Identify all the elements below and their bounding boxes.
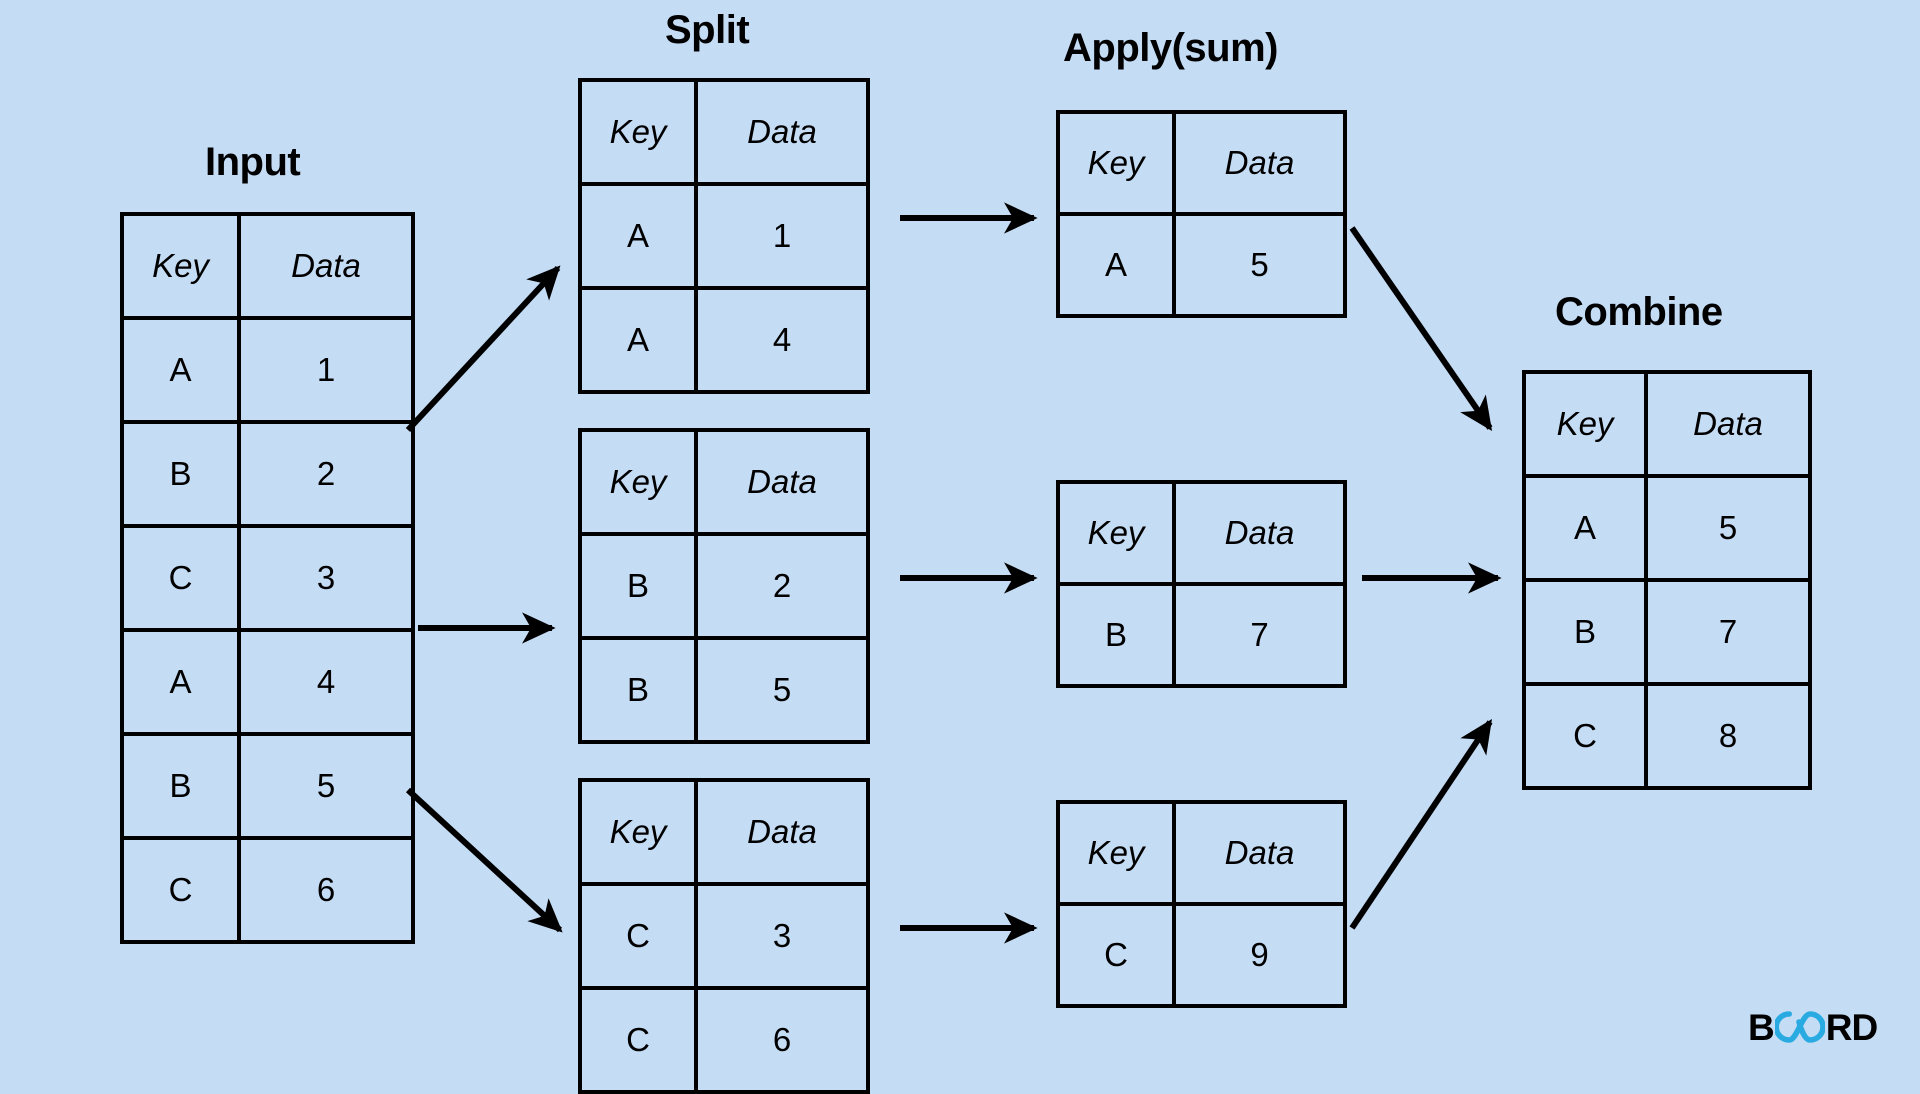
split-table-group-c: Key Data C 3 C 6	[578, 778, 870, 1094]
cell-data: 1	[694, 182, 870, 290]
cell-key: C	[1522, 682, 1648, 790]
apply-table-group-a: Key Data A 5	[1056, 110, 1347, 318]
cell-key: A	[578, 286, 698, 394]
apply-table-group-b: Key Data B 7	[1056, 480, 1347, 688]
cell-key: A	[120, 628, 241, 736]
logo-prefix-text: B	[1748, 1006, 1775, 1048]
table-row: A 4	[120, 628, 415, 736]
table-header-row: Key Data	[120, 212, 415, 320]
column-header-key: Key	[578, 428, 698, 536]
column-header-key: Key	[1056, 110, 1176, 216]
column-header-data: Data	[694, 778, 870, 886]
table-row: B 5	[578, 636, 870, 744]
column-header-key: Key	[120, 212, 241, 320]
arrow-apply-a-to-combine	[1349, 226, 1493, 431]
cell-key: C	[120, 836, 241, 944]
input-table: Key Data A 1 B 2 C 3 A 4 B 5	[120, 212, 415, 944]
cell-data: 8	[1644, 682, 1812, 790]
cell-data: 4	[694, 286, 870, 394]
cell-data: 5	[237, 732, 415, 840]
cell-key: C	[1056, 902, 1176, 1008]
table-header-row: Key Data	[1056, 800, 1347, 906]
table-row: C 6	[120, 836, 415, 944]
column-header-data: Data	[694, 78, 870, 186]
cell-data: 1	[237, 316, 415, 424]
arrow-input-to-split-a	[405, 265, 561, 433]
cell-key: B	[578, 532, 698, 640]
cell-key: C	[120, 524, 241, 632]
section-title-apply: Apply(sum)	[1063, 26, 1279, 70]
table-header-row: Key Data	[1056, 110, 1347, 216]
column-header-data: Data	[1644, 370, 1812, 478]
table-row: B 5	[120, 732, 415, 840]
cell-data: 6	[694, 986, 870, 1094]
cell-key: B	[120, 420, 241, 528]
table-row: B 2	[120, 420, 415, 528]
section-title-combine: Combine	[1555, 290, 1723, 334]
board-logo: B RD	[1748, 1004, 1878, 1050]
table-row: A 5	[1522, 474, 1812, 582]
cell-key: C	[578, 882, 698, 990]
table-row: A 4	[578, 286, 870, 394]
table-row: A 1	[578, 182, 870, 290]
table-row: B 7	[1056, 582, 1347, 688]
column-header-data: Data	[1172, 800, 1347, 906]
cell-data: 5	[694, 636, 870, 744]
table-row: C 3	[578, 882, 870, 990]
table-header-row: Key Data	[1056, 480, 1347, 586]
table-row: B 7	[1522, 578, 1812, 686]
arrow-input-to-split-c	[405, 787, 563, 933]
cell-data: 3	[237, 524, 415, 632]
table-row: C 8	[1522, 682, 1812, 790]
column-header-key: Key	[578, 78, 698, 186]
cell-data: 3	[694, 882, 870, 990]
logo-suffix-text: RD	[1825, 1006, 1878, 1048]
table-row: B 2	[578, 532, 870, 640]
cell-key: C	[578, 986, 698, 1094]
column-header-key: Key	[578, 778, 698, 886]
table-row: C 6	[578, 986, 870, 1094]
column-header-key: Key	[1056, 480, 1176, 586]
cell-key: B	[578, 636, 698, 744]
table-row: C 3	[120, 524, 415, 632]
cell-data: 4	[237, 628, 415, 736]
split-table-group-a: Key Data A 1 A 4	[578, 78, 870, 394]
cell-key: A	[578, 182, 698, 290]
apply-table-group-c: Key Data C 9	[1056, 800, 1347, 1008]
cell-key: A	[120, 316, 241, 424]
cell-data: 7	[1644, 578, 1812, 686]
table-header-row: Key Data	[578, 78, 870, 186]
column-header-data: Data	[694, 428, 870, 536]
column-header-data: Data	[1172, 110, 1347, 216]
table-header-row: Key Data	[578, 778, 870, 886]
column-header-data: Data	[1172, 480, 1347, 586]
cell-data: 6	[237, 836, 415, 944]
table-row: A 1	[120, 316, 415, 424]
cell-data: 9	[1172, 902, 1347, 1008]
cell-data: 2	[694, 532, 870, 640]
column-header-data: Data	[237, 212, 415, 320]
table-header-row: Key Data	[1522, 370, 1812, 478]
cell-data: 7	[1172, 582, 1347, 688]
combine-table: Key Data A 5 B 7 C 8	[1522, 370, 1812, 790]
infinity-mark-icon	[1774, 1011, 1825, 1043]
column-header-key: Key	[1056, 800, 1176, 906]
table-row: C 9	[1056, 902, 1347, 1008]
cell-key: B	[1522, 578, 1648, 686]
arrow-apply-c-to-combine	[1349, 719, 1493, 930]
cell-key: B	[1056, 582, 1176, 688]
cell-data: 5	[1172, 212, 1347, 318]
table-header-row: Key Data	[578, 428, 870, 536]
section-title-split: Split	[665, 8, 750, 52]
cell-key: B	[120, 732, 241, 840]
column-header-key: Key	[1522, 370, 1648, 478]
section-title-input: Input	[205, 140, 301, 184]
cell-data: 5	[1644, 474, 1812, 582]
cell-data: 2	[237, 420, 415, 528]
table-row: A 5	[1056, 212, 1347, 318]
cell-key: A	[1056, 212, 1176, 318]
cell-key: A	[1522, 474, 1648, 582]
split-table-group-b: Key Data B 2 B 5	[578, 428, 870, 744]
